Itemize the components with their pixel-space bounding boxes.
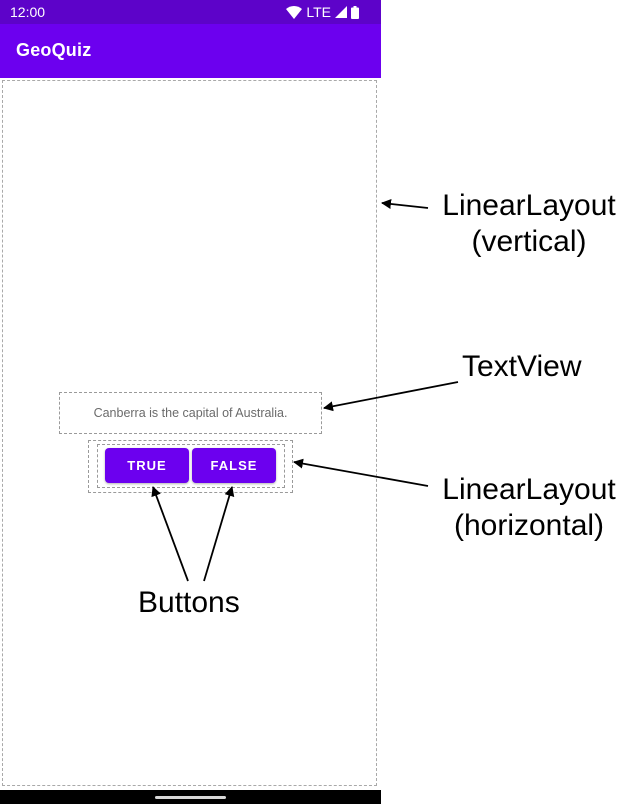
true-button[interactable]: TRUE [105, 448, 189, 483]
arrow-to-true-button [151, 486, 189, 582]
vertical-layout-annotation: LinearLayout (vertical) [431, 188, 627, 260]
network-type-label: LTE [306, 4, 331, 20]
vertical-layout-label: LinearLayout [442, 189, 616, 222]
app-title: GeoQuiz [16, 40, 92, 60]
buttons-annotation: Buttons [138, 586, 240, 619]
arrow-to-vertical-layout [381, 199, 429, 209]
phone-screen: 12:00 LTE GeoQuiz Canberra is the capita… [0, 0, 381, 804]
vertical-layout-sublabel: (vertical) [471, 225, 587, 258]
app-bar: GeoQuiz [0, 24, 381, 78]
horizontal-layout-label: LinearLayout [442, 473, 616, 506]
vertical-layout-bounds [2, 80, 377, 786]
question-text-view: Canberra is the capital of Australia. [59, 392, 322, 434]
horizontal-linear-layout [88, 440, 293, 493]
false-button[interactable]: FALSE [192, 448, 276, 483]
arrow-to-false-button [203, 486, 235, 582]
arrow-to-textview [323, 381, 459, 412]
status-bar: 12:00 LTE [0, 0, 381, 24]
horizontal-layout-inner-bounds [97, 444, 285, 488]
vertical-linear-layout: Canberra is the capital of Australia. TR… [0, 78, 381, 790]
battery-icon [351, 5, 359, 19]
signal-icon [335, 6, 347, 18]
status-time: 12:00 [10, 4, 46, 20]
textview-annotation: TextView [462, 350, 582, 383]
navigation-bar [0, 790, 381, 804]
horizontal-layout-annotation: LinearLayout (horizontal) [431, 472, 627, 544]
arrow-to-horizontal-layout [293, 458, 429, 487]
home-gesture-pill[interactable] [155, 796, 226, 799]
wifi-icon [286, 5, 303, 19]
status-icons: LTE [286, 4, 359, 20]
horizontal-layout-sublabel: (horizontal) [453, 509, 605, 542]
